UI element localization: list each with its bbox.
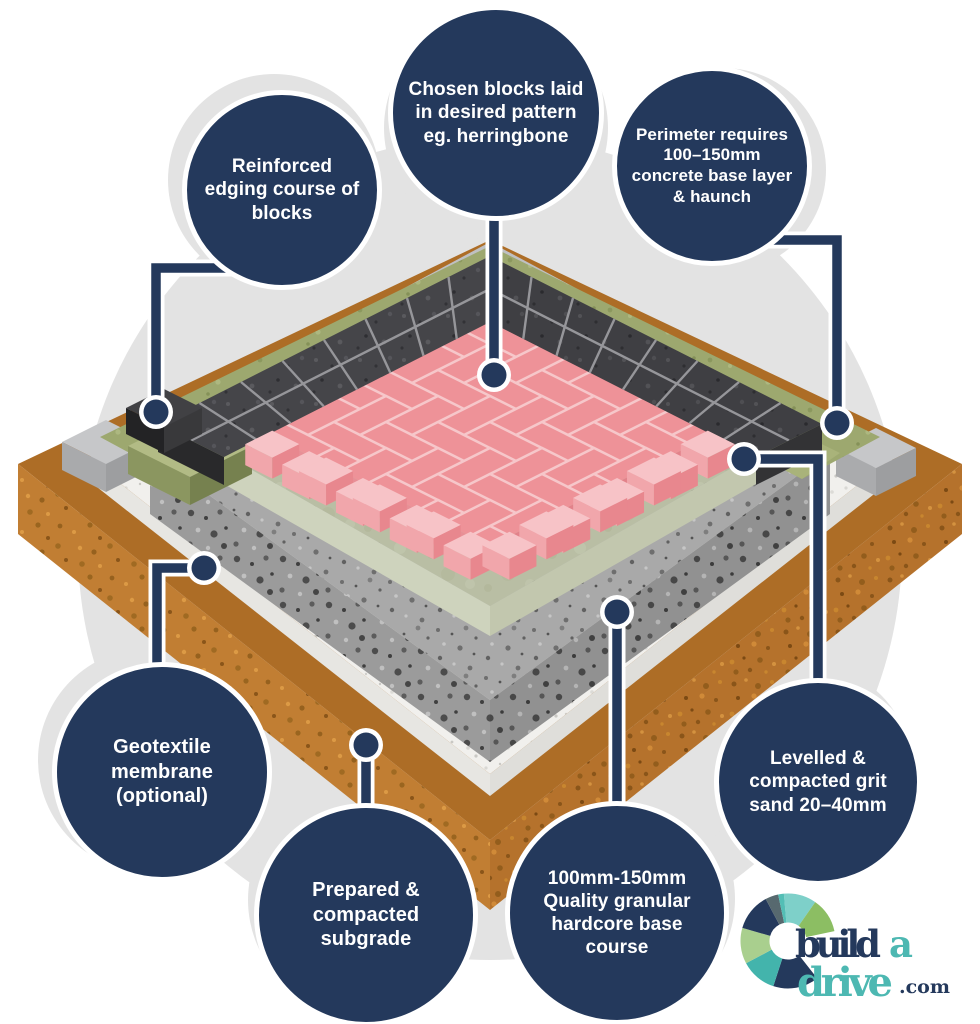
callout-geotextile-label: Geotextile membrane (optional) [111,736,213,808]
pointer-dot-edging [143,399,169,425]
pointer-dot-geotextile [191,555,217,581]
logo-word-a: a [889,922,913,966]
pointer-dot-subgrade [353,732,379,758]
callout-perimeter-concrete: Perimeter requires 100–150mm concrete ba… [612,66,812,266]
callout-blocks-label: Chosen blocks laid in desired pattern eg… [408,79,584,147]
connector-edging [151,263,232,412]
callout-edging-label: Reinforced edging course of blocks [204,156,360,224]
callout-hardcore-base: 100mm-150mm Quality granular hardcore ba… [505,801,729,1024]
connector-gritsand [744,454,823,692]
pointer-dot-perimeter [824,410,850,436]
callout-geotextile-membrane: Geotextile membrane (optional) [52,662,272,882]
logo-word-drive: drive [797,959,893,1006]
callout-hardcore-label: 100mm-150mm Quality granular hardcore ba… [543,867,691,959]
callout-perimeter-label: Perimeter requires 100–150mm concrete ba… [631,124,793,206]
connector-perimeter [760,235,842,423]
callout-grit-sand: Levelled & compacted grit sand 20–40mm [714,678,922,886]
logo-word-build: build [795,922,881,966]
pointer-dot-blocks [481,362,507,388]
callout-prepared-subgrade: Prepared & compacted subgrade [254,803,478,1024]
callout-gritsand-label: Levelled & compacted grit sand 20–40mm [749,748,887,816]
callout-chosen-blocks: Chosen blocks laid in desired pattern eg… [388,5,604,221]
paving-front-blocks [245,430,735,580]
pointer-dot-hardcore [604,599,630,625]
logo-buildadrive: build a drive .com [740,893,950,1006]
callout-subgrade-label: Prepared & compacted subgrade [312,879,420,951]
connector-dots [139,358,854,762]
logo-ring-icon [740,893,835,989]
logo-word-com: .com [899,976,950,998]
pointer-dot-gritsand [731,446,757,472]
callout-edging-course: Reinforced edging course of blocks [182,90,382,290]
